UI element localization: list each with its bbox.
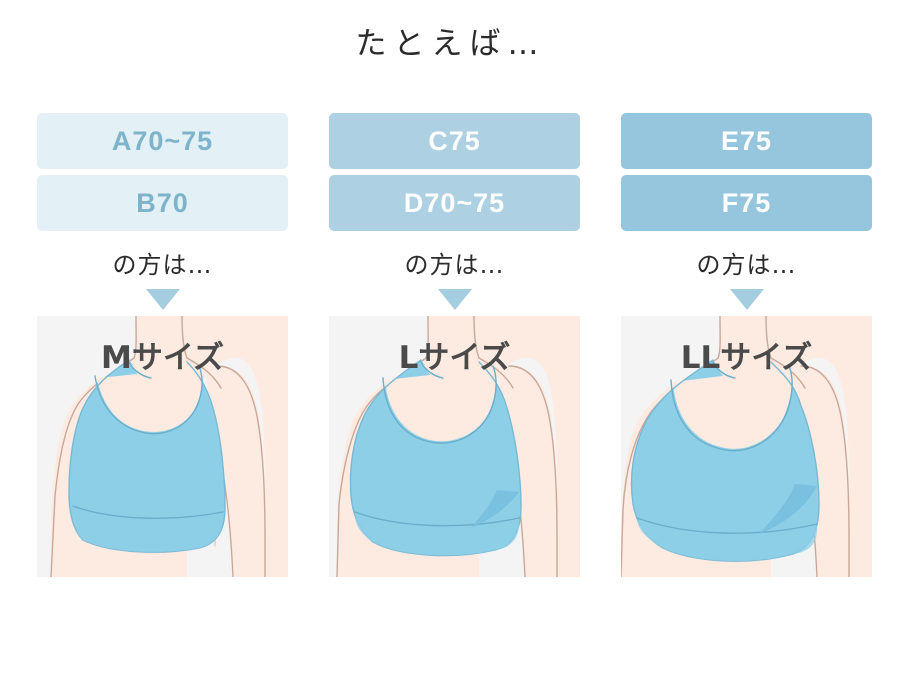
page-title: たとえば… — [355, 26, 546, 62]
size-box-upper[interactable]: A70~75 — [37, 113, 288, 169]
bust-illustration-large — [621, 316, 872, 577]
suffix-text: の方は… — [112, 251, 213, 279]
illustration-panel-ll: LLサイズ — [621, 316, 872, 577]
illustration-panel-l: Lサイズ — [329, 316, 580, 577]
triangle-down-icon — [729, 289, 764, 310]
suffix-text: の方は… — [696, 251, 797, 279]
column-ll: E75 F75 の方は… — [621, 113, 872, 577]
size-box-lower[interactable]: F75 — [621, 175, 872, 231]
size-box-lower[interactable]: B70 — [37, 175, 288, 231]
size-box-lower[interactable]: D70~75 — [329, 175, 580, 231]
bust-illustration-medium — [336, 316, 580, 577]
arrow-container — [37, 289, 288, 310]
size-columns: A70~75 B70 の方は… — [0, 113, 901, 613]
suffix-text: の方は… — [404, 251, 505, 279]
triangle-down-icon — [145, 289, 180, 310]
illustration-panel-m: Mサイズ — [37, 316, 288, 577]
size-box-upper[interactable]: C75 — [329, 113, 580, 169]
size-box-upper[interactable]: E75 — [621, 113, 872, 169]
bust-illustration-small — [50, 316, 288, 577]
column-l: C75 D70~75 の方は… — [329, 113, 580, 577]
column-m: A70~75 B70 の方は… — [37, 113, 288, 577]
arrow-container — [329, 289, 580, 310]
arrow-container — [621, 289, 872, 310]
triangle-down-icon — [437, 289, 472, 310]
